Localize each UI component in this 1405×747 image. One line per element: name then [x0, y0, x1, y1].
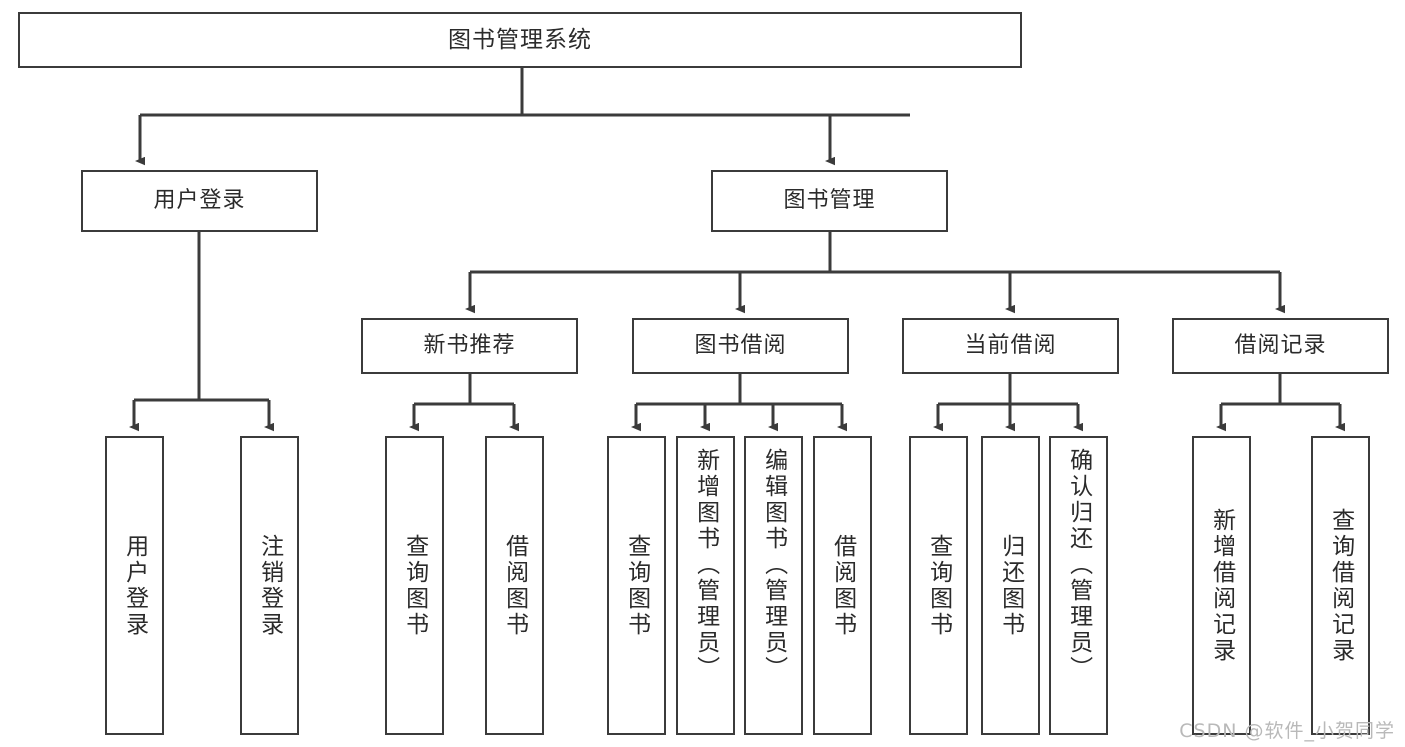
leaf-recommend-search-book[interactable]: 查询图书 — [385, 436, 444, 735]
node-label: 图书管理系统 — [448, 26, 592, 53]
leaf-user-login[interactable]: 用户登录 — [105, 436, 164, 735]
leaf-current-search-book[interactable]: 查询图书 — [909, 436, 968, 735]
node-label: 查询借阅记录 — [1327, 507, 1354, 664]
node-label: 借阅图书 — [829, 533, 856, 638]
node-label: 新增借阅记录 — [1208, 507, 1235, 664]
node-label: 用户登录 — [153, 188, 246, 214]
leaf-record-add[interactable]: 新增借阅记录 — [1192, 436, 1251, 735]
node-book-management[interactable]: 图书管理 — [711, 170, 948, 232]
leaf-borrow-add-book-admin[interactable]: 新增图书（管理员） — [676, 436, 735, 735]
node-label: 新书推荐 — [423, 333, 516, 359]
node-label: 编辑图书（管理员） — [760, 448, 787, 682]
leaf-logout[interactable]: 注销登录 — [240, 436, 299, 735]
node-label: 借阅记录 — [1234, 333, 1327, 359]
leaf-record-search[interactable]: 查询借阅记录 — [1311, 436, 1370, 735]
node-label: 图书借阅 — [694, 333, 787, 359]
node-label: 新增图书（管理员） — [692, 448, 719, 682]
node-book-borrow[interactable]: 图书借阅 — [632, 318, 849, 374]
leaf-current-return-book[interactable]: 归还图书 — [981, 436, 1040, 735]
leaf-borrow-search-book[interactable]: 查询图书 — [607, 436, 666, 735]
node-label: 当前借阅 — [964, 333, 1057, 359]
node-user-login[interactable]: 用户登录 — [81, 170, 318, 232]
node-label: 图书管理 — [783, 188, 876, 214]
leaf-current-confirm-return-admin[interactable]: 确认归还（管理员） — [1049, 436, 1108, 735]
node-label: 归还图书 — [997, 533, 1024, 638]
node-label: 确认归还（管理员） — [1065, 448, 1092, 682]
leaf-borrow-edit-book-admin[interactable]: 编辑图书（管理员） — [744, 436, 803, 735]
node-label: 借阅图书 — [501, 533, 528, 638]
node-label: 查询图书 — [925, 533, 952, 638]
watermark: CSDN @软件_小贺同学 — [1179, 720, 1395, 742]
node-root-system[interactable]: 图书管理系统 — [18, 12, 1022, 68]
node-borrow-record[interactable]: 借阅记录 — [1172, 318, 1389, 374]
node-label: 注销登录 — [256, 533, 283, 638]
node-label: 查询图书 — [623, 533, 650, 638]
node-current-borrow[interactable]: 当前借阅 — [902, 318, 1119, 374]
leaf-borrow-borrow-book[interactable]: 借阅图书 — [813, 436, 872, 735]
node-label: 查询图书 — [401, 533, 428, 638]
node-new-book-recommend[interactable]: 新书推荐 — [361, 318, 578, 374]
leaf-recommend-borrow-book[interactable]: 借阅图书 — [485, 436, 544, 735]
node-label: 用户登录 — [121, 533, 148, 638]
